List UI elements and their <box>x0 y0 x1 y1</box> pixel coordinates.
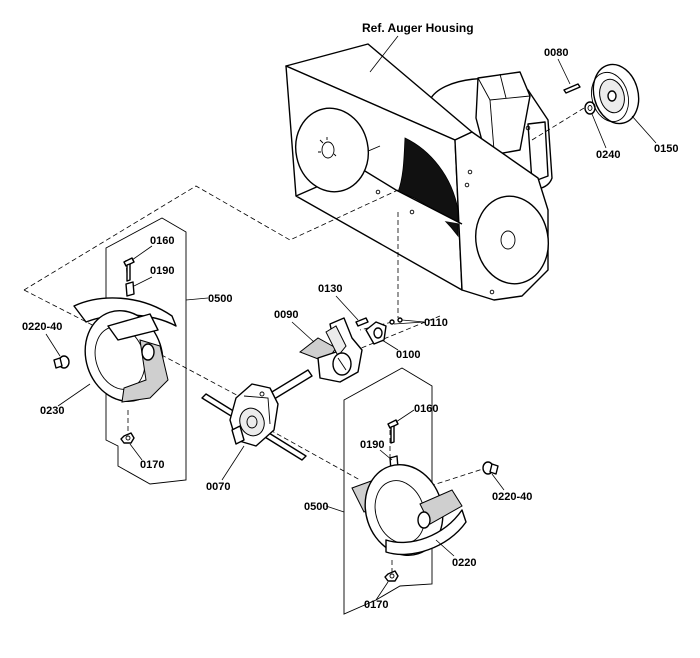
callout-0220-40-left: 0220-40 <box>22 321 62 333</box>
auger-0230 <box>73 297 177 403</box>
callout-0080: 0080 <box>544 47 568 59</box>
callout-0150: 0150 <box>654 143 678 155</box>
callout-0190-right: 0190 <box>360 439 384 451</box>
callout-0100: 0100 <box>396 349 420 361</box>
callout-0130: 0130 <box>318 283 342 295</box>
callout-0090: 0090 <box>274 309 298 321</box>
callout-0160-right: 0160 <box>414 403 438 415</box>
bolt-0160-left <box>123 257 135 282</box>
auger-0220 <box>351 464 467 556</box>
callout-0500-left: 0500 <box>208 293 232 305</box>
pin-0110-b <box>397 317 403 323</box>
right-auger-group <box>343 367 499 615</box>
callout-0170-left: 0170 <box>140 459 164 471</box>
key-0080 <box>563 83 581 94</box>
spacer-0190-left <box>125 281 135 297</box>
callout-0230: 0230 <box>40 405 64 417</box>
nut-0170-right <box>384 570 399 582</box>
pulley-assembly <box>531 63 640 141</box>
bracket-0500-left <box>105 217 187 485</box>
callout-0240: 0240 <box>596 149 620 161</box>
left-auger-group <box>53 217 187 485</box>
callout-0170-right: 0170 <box>364 599 388 611</box>
callout-0500-right: 0500 <box>304 501 328 513</box>
fitting-0220-40-left <box>53 355 70 369</box>
callout-0190-left: 0190 <box>150 265 174 277</box>
bracket-0500-right <box>343 367 433 615</box>
nut-0170-left <box>120 432 135 444</box>
callout-0110: 0110 <box>424 317 448 329</box>
hub-assembly <box>355 317 403 345</box>
reference-leader <box>369 35 399 73</box>
pin-0110-a <box>389 319 395 325</box>
callout-0160-left: 0160 <box>150 235 174 247</box>
gearbox-0070 <box>201 369 313 461</box>
reference-label: Ref. Auger Housing <box>362 21 474 35</box>
fitting-0220-40-right <box>482 461 499 475</box>
callout-0220-40-right: 0220-40 <box>492 491 532 503</box>
impeller-0090 <box>298 317 363 383</box>
callout-0220: 0220 <box>452 557 476 569</box>
callout-0070: 0070 <box>206 481 230 493</box>
bolt-0130 <box>355 317 369 327</box>
auger-housing <box>285 43 553 301</box>
bolt-0160-right <box>387 419 399 444</box>
pulley-0150 <box>590 63 640 125</box>
